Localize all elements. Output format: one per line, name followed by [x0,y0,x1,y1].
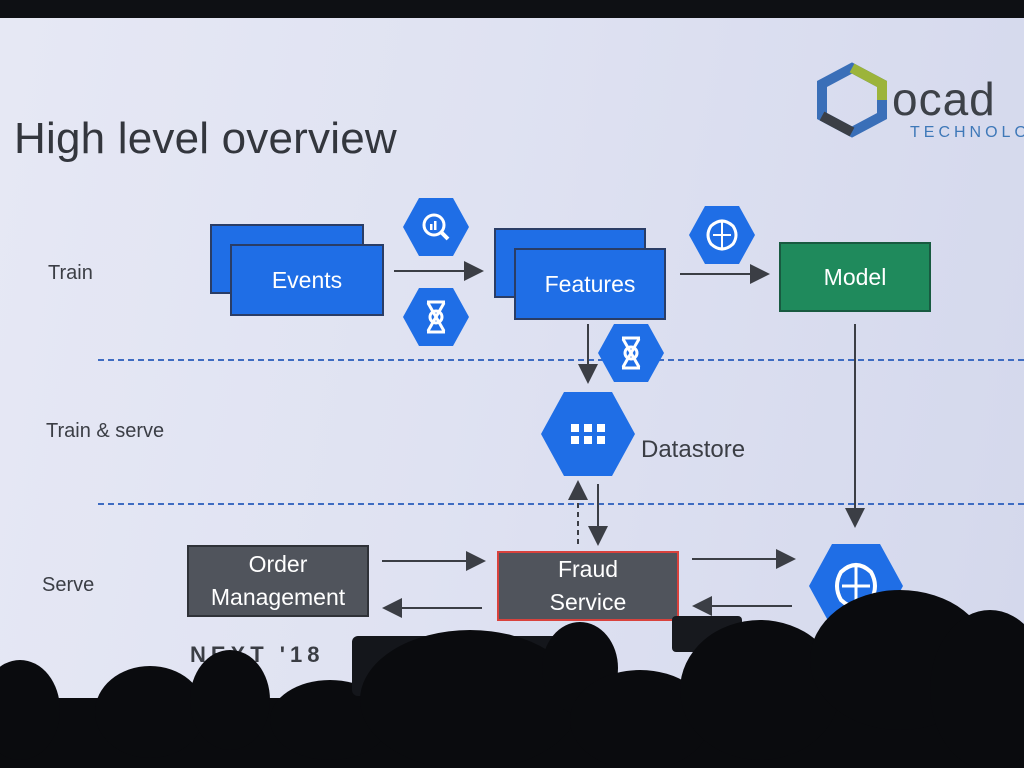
dataflow-icon [403,286,469,348]
datastore-icon [541,390,635,478]
row-label-train: Train [48,262,93,284]
logo-subtext: TECHNOLO [910,124,1024,141]
bigquery-icon [403,196,469,258]
events-node: Events [230,244,384,316]
ml-engine-icon [689,204,755,266]
company-logo: ocad TECHNOLO [814,62,1024,142]
order-management-label: Order Management [210,550,346,610]
model-label: Model [823,263,887,290]
fraud-service-node: Fraud Service [497,551,679,621]
divider-serve [98,503,1024,505]
features-label: Features [544,270,636,297]
order-management-node: Order Management [187,545,369,617]
row-label-serve: Serve [42,574,95,596]
features-node: Features [514,248,666,320]
presentation-screen: High level overview ocad TECHNOLO Train … [0,18,1024,698]
slide-title: High level overview [14,114,397,163]
datastore-label: Datastore [641,436,746,463]
logo-word: ocad [892,73,996,125]
events-label: Events [271,266,343,293]
ocado-hexagon-icon [817,62,887,138]
dataflow-icon-datastore [598,322,664,384]
diagram-arrows [382,261,865,618]
model-node: Model [779,242,931,312]
fraud-service-label: Fraud Service [549,555,627,615]
divider-train [98,359,1024,361]
row-label-train-serve: Train & serve [46,420,165,442]
